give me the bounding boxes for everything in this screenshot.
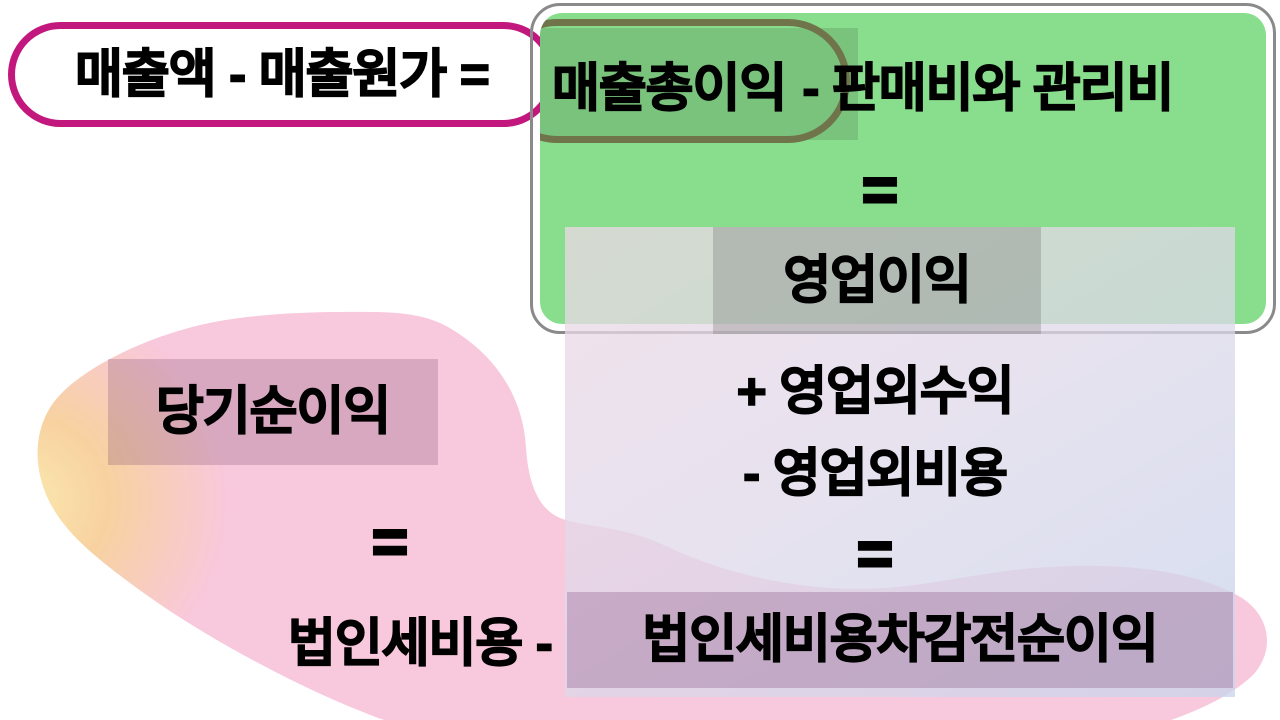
operating-profit-text: 영업이익 (783, 251, 973, 310)
nonop-expense-line: - 영업외비용 (742, 445, 1008, 503)
operating-profit-band: 영업이익 (713, 227, 1041, 334)
gross-profit-text: 매출총이익 (551, 60, 788, 118)
green-equals: = (860, 156, 899, 225)
nonoperating-panel (565, 227, 1235, 697)
pretax-income-band: 법인세비용차감전순이익 (567, 592, 1233, 688)
nonop-income-line: + 영업외수익 (736, 363, 1016, 421)
revenue-formula-text: 매출액 - 매출원가 = (74, 45, 490, 104)
revenue-formula-pill: 매출액 - 매출원가 = (8, 22, 556, 127)
gross-profit-ring (540, 19, 850, 143)
panel-equals: = (855, 520, 894, 589)
gross-profit-formula-row: 매출총이익 - 판매비와 관리비 (551, 31, 1175, 147)
net-income-band: 당기순이익 (108, 359, 438, 465)
pretax-income-text: 법인세비용차감전순이익 (642, 611, 1160, 669)
net-income-text: 당기순이익 (155, 383, 392, 441)
net-income-equals: = (370, 508, 409, 577)
minus-sga-text: - 판매비와 관리비 (801, 60, 1175, 118)
tax-expense-label: 법인세비용 - (287, 615, 553, 673)
nonoperating-items: + 영업외수익 - 영업외비용 = (640, 351, 1110, 595)
